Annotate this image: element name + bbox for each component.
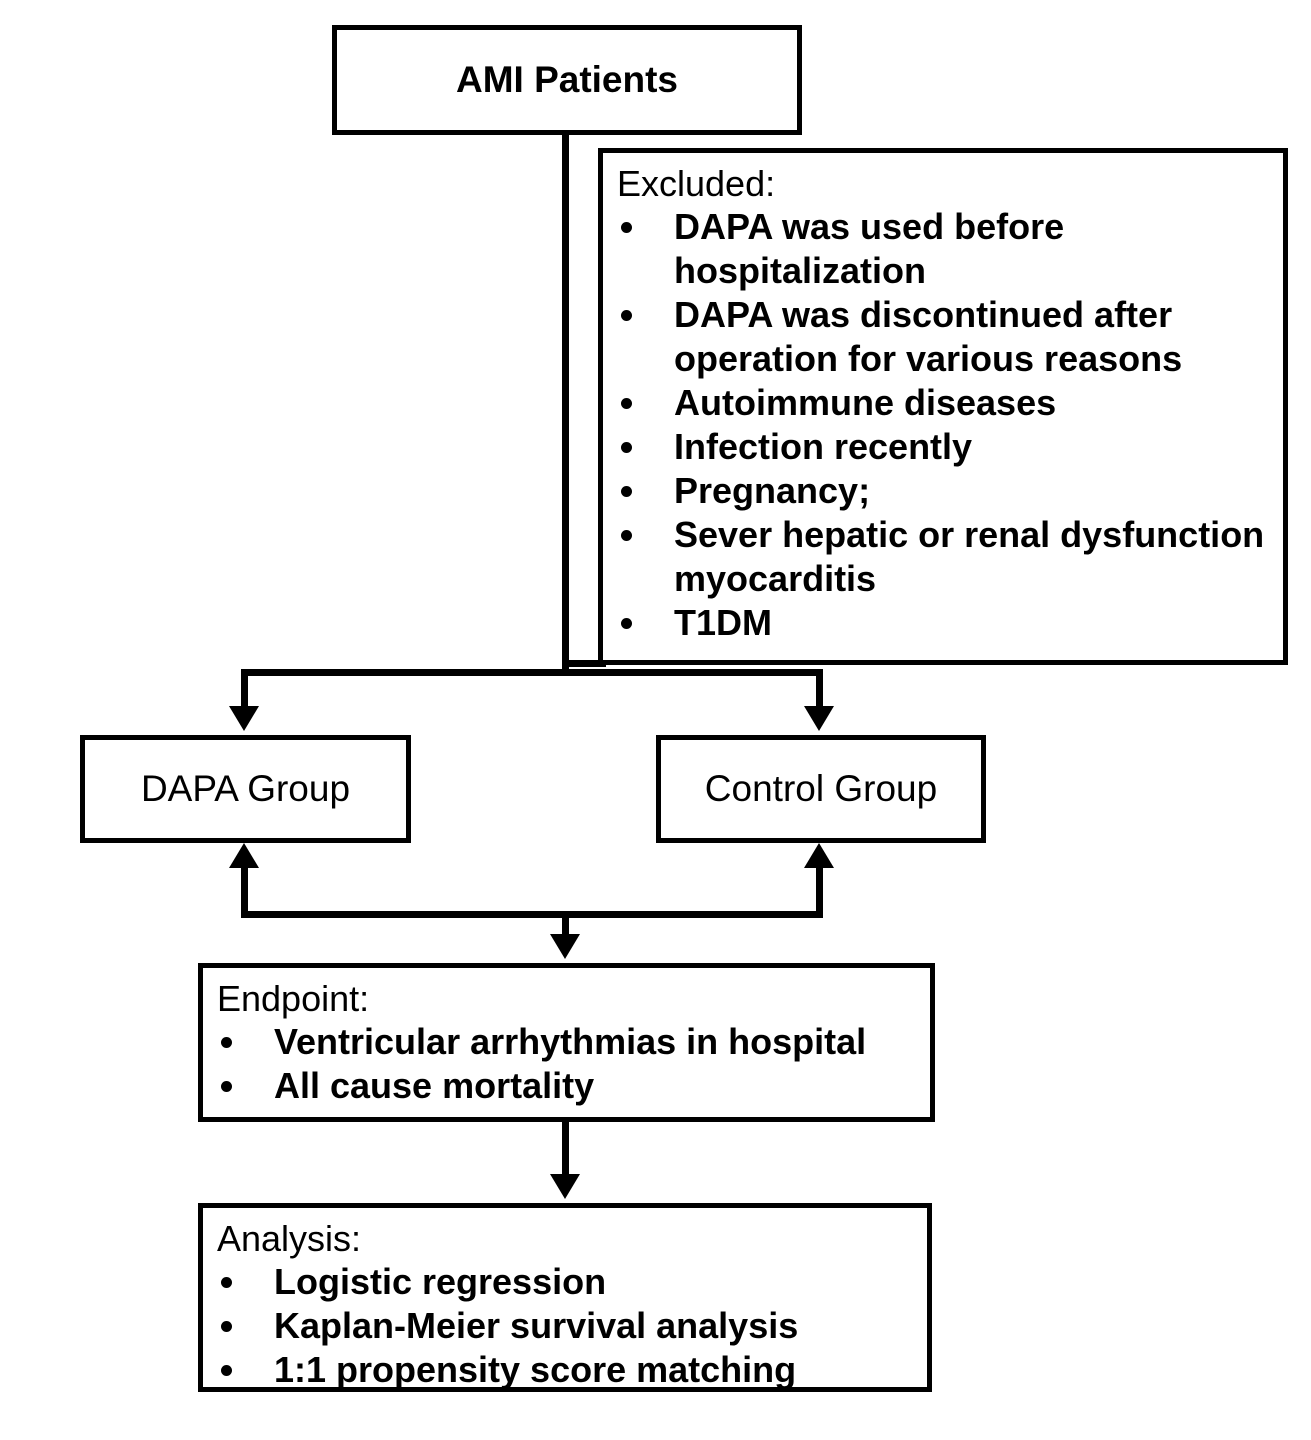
list-item: Logistic regression [217, 1260, 927, 1304]
node-excluded-list: DAPA was used before hospitalization DAP… [617, 205, 1283, 644]
arrow-down-icon-analysis [550, 1174, 580, 1199]
list-item-label: Pregnancy; [674, 469, 871, 511]
list-item: 1:1 propensity score matching [217, 1348, 927, 1392]
arrow-up-icon-control [804, 843, 834, 868]
bullet-icon [221, 1365, 232, 1377]
node-analysis: Analysis: Logistic regression Kaplan-Mei… [198, 1203, 932, 1392]
connector-analysis-stem [562, 1122, 569, 1178]
bullet-icon [621, 222, 632, 234]
node-endpoint-header: Endpoint: [217, 978, 370, 1019]
list-item: DAPA was discontinued after operation fo… [617, 293, 1283, 381]
list-item: Sever hepatic or renal dysfunction myoca… [617, 513, 1283, 601]
node-ami-patients-label: AMI Patients [455, 58, 679, 100]
list-item-label: Logistic regression [274, 1261, 607, 1303]
connector-split-left [241, 669, 248, 711]
bullet-icon [621, 310, 632, 322]
arrow-down-icon-control [804, 706, 834, 731]
node-control-group-label: Control Group [704, 767, 938, 809]
list-item-label: Autoimmune diseases [674, 382, 1057, 424]
list-item: Autoimmune diseases [617, 381, 1283, 425]
connector-split-right [816, 669, 823, 711]
bullet-icon [621, 485, 632, 497]
node-analysis-list: Logistic regression Kaplan-Meier surviva… [217, 1260, 927, 1392]
list-item: DAPA was used before hospitalization [617, 205, 1283, 293]
node-endpoint: Endpoint: Ventricular arrhythmias in hos… [198, 963, 935, 1122]
connector-merge-right [816, 866, 823, 918]
list-item: T1DM [617, 601, 1283, 645]
list-item-label: DAPA was used before hospitalization [674, 206, 1065, 292]
node-ami-patients: AMI Patients [332, 25, 802, 135]
bullet-icon [621, 398, 632, 409]
arrow-up-icon-dapa [229, 843, 259, 868]
bullet-icon [221, 1037, 232, 1049]
bullet-icon [621, 441, 632, 453]
connector-merge-left [241, 866, 248, 918]
node-analysis-header: Analysis: [217, 1218, 362, 1259]
connector-endpoint-stem [562, 911, 569, 938]
connector-ami-trunk [562, 135, 569, 676]
list-item-label: Sever hepatic or renal dysfunction myoca… [674, 513, 1265, 599]
node-excluded: Excluded: DAPA was used before hospitali… [598, 148, 1288, 665]
node-dapa-group: DAPA Group [80, 735, 411, 843]
bullet-icon [221, 1321, 232, 1333]
list-item: Pregnancy; [617, 469, 1283, 513]
connector-excluded-branch [562, 660, 606, 667]
list-item: All cause mortality [217, 1064, 930, 1108]
bullet-icon [621, 617, 632, 629]
list-item-label: DAPA was discontinued after operation fo… [674, 294, 1183, 380]
node-excluded-header: Excluded: [617, 163, 776, 204]
connector-split-bar [241, 669, 823, 676]
bullet-icon [621, 529, 632, 541]
arrow-down-icon-endpoint [550, 934, 580, 959]
list-item: Ventricular arrhythmias in hospital [217, 1020, 930, 1064]
node-control-group: Control Group [656, 735, 986, 843]
list-item-label: T1DM [674, 601, 772, 643]
list-item-label: 1:1 propensity score matching [274, 1349, 797, 1391]
node-endpoint-list: Ventricular arrhythmias in hospital All … [217, 1020, 930, 1108]
connector-merge-bar [241, 911, 823, 918]
list-item: Infection recently [617, 425, 1283, 469]
list-item-label: Ventricular arrhythmias in hospital [274, 1021, 867, 1063]
list-item: Kaplan-Meier survival analysis [217, 1304, 927, 1348]
bullet-icon [221, 1081, 232, 1093]
list-item-label: All cause mortality [274, 1065, 595, 1107]
list-item-label: Kaplan-Meier survival analysis [274, 1305, 799, 1347]
node-dapa-group-label: DAPA Group [140, 767, 351, 809]
list-item-label: Infection recently [674, 426, 973, 467]
bullet-icon [221, 1277, 232, 1289]
arrow-down-icon-dapa [229, 706, 259, 731]
